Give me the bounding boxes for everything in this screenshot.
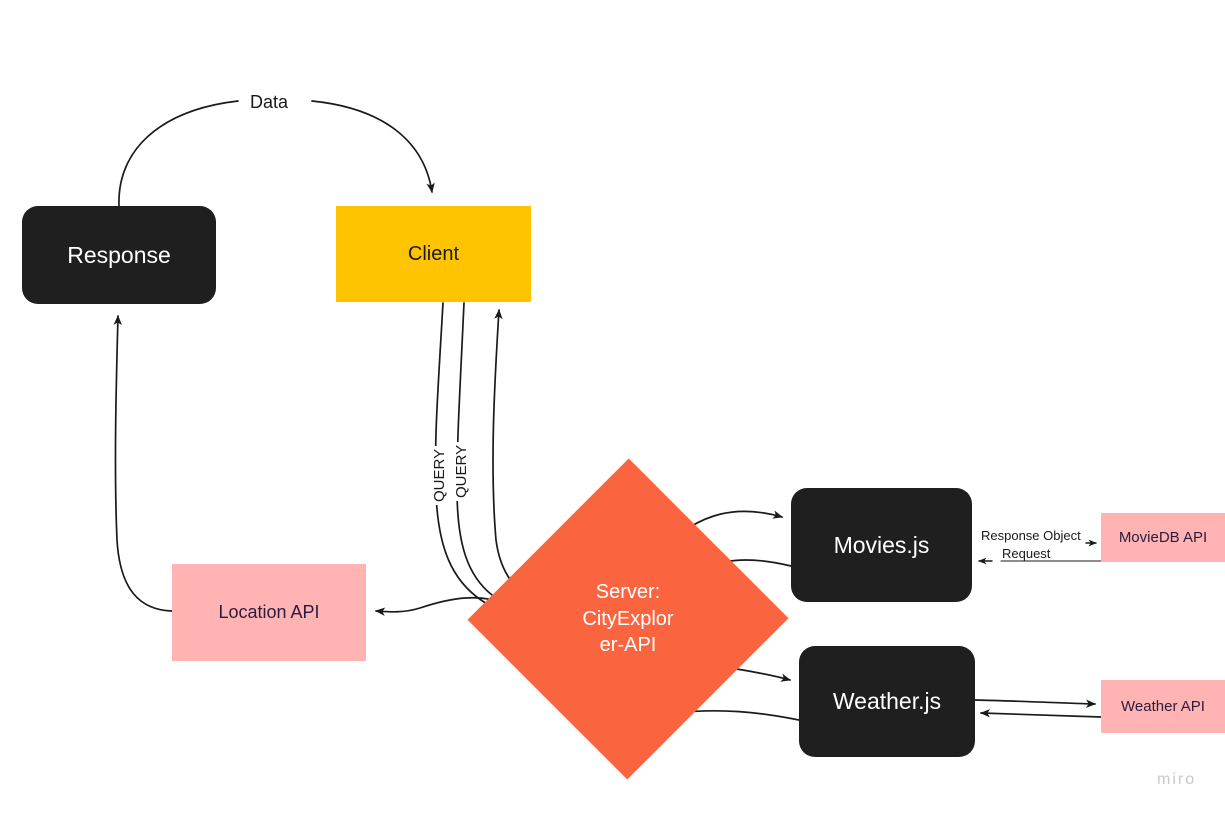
node-location-api-label: Location API (218, 602, 320, 622)
node-server[interactable]: Server: CityExplor er-API (467, 458, 789, 780)
edge-label-request-text: Request (1002, 546, 1051, 561)
edge-label-query-right: QUERY (453, 441, 470, 501)
edge-label-query-left-text: QUERY (431, 448, 448, 502)
edge-response-to-client (118, 100, 239, 207)
edge-weather-to-weatherapi (974, 699, 1096, 708)
node-response[interactable]: Response (22, 206, 216, 304)
edge-label-response-object-text: Response Object (981, 528, 1081, 543)
node-server-label-wrap: Server: CityExplor er-API (515, 505, 741, 733)
node-moviedb-api[interactable]: MovieDB API (1101, 513, 1225, 562)
edge-label-data: Data (247, 92, 292, 112)
node-weather-api[interactable]: Weather API (1101, 680, 1225, 733)
edge-label-query-left: QUERY (431, 445, 448, 505)
node-moviedb-api-label: MovieDB API (1118, 529, 1208, 546)
miro-watermark: miro (1157, 771, 1196, 789)
edge-weatherapi-to-weather (980, 709, 1102, 718)
node-response-label: Response (67, 241, 171, 268)
edge-response-to-client-b (311, 100, 435, 193)
node-client-label: Client (407, 242, 460, 265)
node-client[interactable]: Client (336, 206, 531, 302)
node-server-label-line-2: CityExplor (582, 607, 674, 630)
node-weather-api-label: Weather API (1121, 698, 1205, 715)
node-weather-js-label: Weather.js (832, 688, 942, 714)
edge-label-response-object: Response Object (979, 529, 1083, 542)
node-weather-js[interactable]: Weather.js (799, 646, 975, 757)
node-movies-js[interactable]: Movies.js (791, 488, 972, 602)
node-movies-js-label: Movies.js (833, 531, 930, 558)
node-server-label-line-3: er-API (599, 634, 657, 657)
miro-watermark-text: miro (1157, 771, 1197, 788)
edge-label-query-right-text: QUERY (453, 444, 470, 498)
node-server-label-line-1: Server: (595, 581, 661, 604)
edge-location-api-to-response (113, 315, 173, 612)
edge-label-request: Request (1000, 546, 1053, 561)
edge-label-data-text: Data (250, 92, 289, 112)
node-location-api[interactable]: Location API (172, 564, 366, 661)
